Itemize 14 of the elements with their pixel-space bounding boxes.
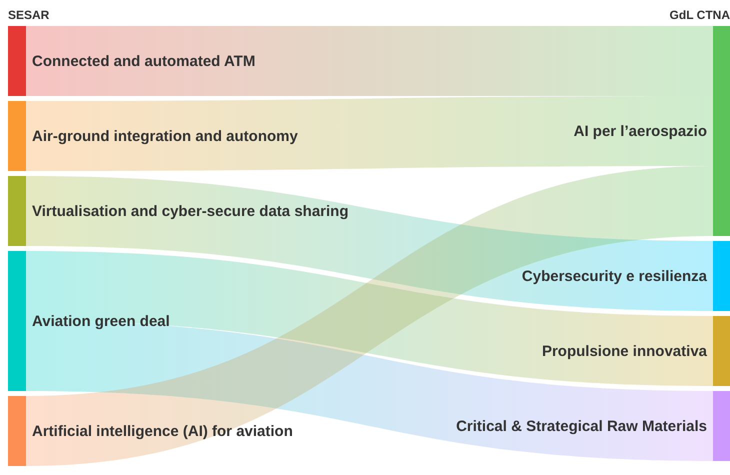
flow-band — [26, 26, 713, 96]
node-label: AI per l’aerospazio — [574, 122, 707, 140]
node-label: Critical & Strategical Raw Materials — [456, 418, 707, 434]
node-label: Connected and automated ATM — [32, 52, 256, 70]
column-header: SESAR — [8, 8, 50, 22]
flow-band — [26, 96, 713, 171]
column-header: GdL CTNA — [670, 8, 730, 22]
node-label: Cybersecurity e resilienza — [522, 268, 707, 284]
node-label: Air-ground integration and autonomy — [32, 128, 298, 144]
node-label: Artificial intelligence (AI) for aviation — [32, 422, 293, 440]
node-label: Aviation green deal — [32, 312, 170, 330]
node-label: Virtualisation and cyber-secure data sharing — [32, 202, 348, 220]
flow-band — [26, 166, 713, 466]
node-label: Propulsione innovativa — [542, 342, 707, 360]
